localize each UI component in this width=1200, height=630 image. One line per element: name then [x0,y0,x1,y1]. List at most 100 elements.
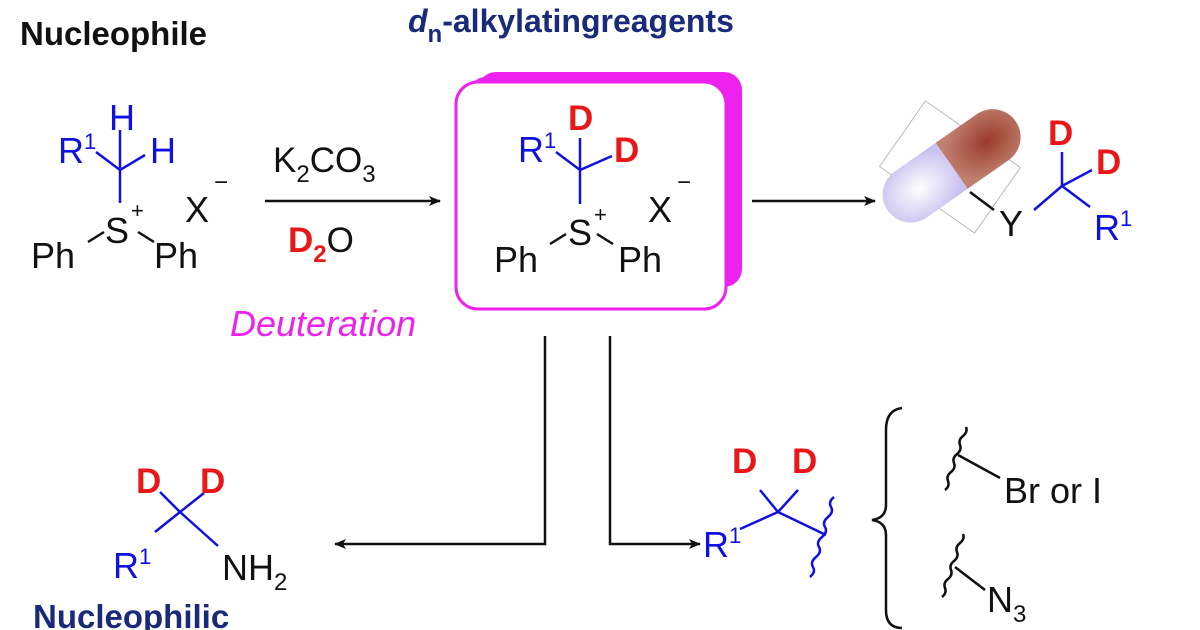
reagents-heading-rest: -alkylatingreagents [442,3,734,39]
atom-r1-r: R [703,524,729,565]
bond-c-n [179,511,219,547]
atom-s: S [568,212,592,253]
bond-c-d-right [777,489,799,513]
bond-c-d-right [579,154,613,172]
atom-r1: R1 [1094,206,1132,248]
counterion-x: X [648,189,672,230]
s-plus-charge: + [131,198,144,223]
bond-s-ph-left [549,232,567,246]
x-minus-charge: − [677,169,691,196]
deuterated-sulfonium-salt: D R1 D S + X − Ph Ph [494,99,691,280]
atom-d-right: D [200,462,225,501]
x-minus-charge: − [214,169,228,196]
atom-d-left: D [732,442,757,481]
atom-r1: R1 [703,523,741,565]
option-brace [871,406,903,630]
base-k: K [273,141,296,180]
bond-c-d-right [179,492,205,513]
atom-ph-left: Ph [31,235,75,276]
solvent-d: D [288,221,313,260]
amine-group: NH2 [222,547,287,596]
atom-r1-r: R [113,545,139,586]
wavy-bond-icon [944,426,968,491]
azide-sub: 3 [1013,601,1026,628]
atom-d-right: D [792,442,817,481]
atom-r1-r: R [1094,207,1120,248]
reagents-heading-n: n [428,21,443,48]
arrow-to-amine [334,336,547,549]
wavy-bond-icon [809,496,835,578]
deuterated-amine: D D R1 NH2 [113,462,287,596]
bond-c-d-left [759,489,779,513]
solvent-d2o: D2O [288,221,354,268]
atom-s: S [105,210,129,251]
amine-nh: NH [222,547,274,588]
atom-r1: R1 [58,129,96,171]
amine-nh-sub: 2 [274,569,287,596]
bond-c-halide [957,453,1001,480]
reagent-box-stack [454,72,742,311]
wavy-bond-icon [941,533,965,598]
bond-r-c [154,511,181,533]
base-k-sub: 2 [296,161,309,188]
arrow-to-electrophile [608,336,701,549]
option-azide: N3 [941,533,1026,628]
reagent-box [454,80,728,311]
atom-r1-sup: 1 [1120,206,1132,231]
bond-c-r [1061,185,1091,208]
atom-ph-right: Ph [618,239,662,280]
reagents-heading-d: d [408,3,429,39]
atom-d-top: D [1048,114,1073,153]
atom-d-left: D [136,462,161,501]
atom-r1: R1 [113,544,151,586]
s-plus-charge: + [594,202,607,227]
counterion-x: X [185,189,209,230]
base-co: CO [310,141,363,180]
azide-n: N [987,579,1013,620]
bond-y-c [1033,185,1063,211]
atom-ph-right: Ph [154,235,198,276]
atom-r1-sup: 1 [139,544,151,569]
halide-label: Br or I [1004,470,1102,511]
deuterated-fragment: D D R1 [703,442,835,578]
atom-r1-sup: 1 [84,129,96,154]
solvent-d-sub: 2 [313,241,326,268]
starting-sulfonium-salt: H R1 H S + X − Ph Ph [31,97,228,276]
bond-c-n [954,566,986,591]
bond-c-d-left [159,491,181,513]
bond-s-ph-right [137,230,155,244]
option-halide: Br or I [944,426,1102,511]
solvent-o: O [327,221,354,260]
bond-c-h-right [119,153,146,172]
deuterated-drug-product: Y D D R1 [878,100,1132,248]
atom-d-right: D [1096,143,1121,182]
atom-r1: R1 [518,128,556,170]
atom-r1-sup: 1 [729,523,741,548]
atom-r1-r: R [518,129,544,170]
nucleophile-heading: Nucleophile [20,15,207,52]
bond-r-c [739,510,779,531]
bond-s-ph-left [87,230,105,244]
bond-c-attach [777,510,827,537]
bond-r-c [95,151,121,171]
base-k2co3: K2CO3 [273,141,376,188]
azide-label: N3 [987,579,1026,628]
atom-y: Y [999,203,1023,244]
bond-capsule-y [969,191,995,211]
atom-d-top: D [568,99,593,138]
bond-s-ph-right [596,232,614,246]
atom-h-top: H [109,97,135,138]
atom-r1-r: R [58,130,84,171]
bond-c-d-right [1061,168,1093,188]
capsule-icon [878,100,1022,234]
nucleophilic-heading: Nucleophilic [33,598,229,630]
base-co-sub: 3 [362,161,375,188]
atom-r1-sup: 1 [544,128,556,153]
reagents-heading: dn-alkylatingreagents [408,3,734,48]
atom-ph-left: Ph [494,239,538,280]
deuteration-label: Deuteration [230,303,416,344]
atom-h-right: H [150,130,176,171]
bond-r-c [555,151,581,171]
atom-d-right: D [614,131,639,170]
